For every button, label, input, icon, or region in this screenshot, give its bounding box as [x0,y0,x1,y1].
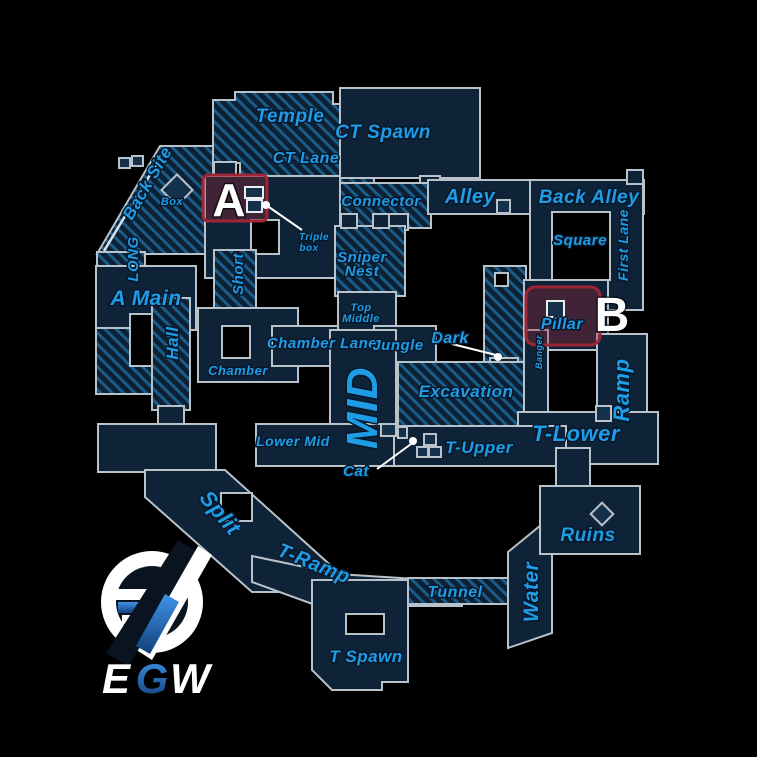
callout-first-lane: First Lane [615,209,631,281]
callout-ct-lane: CT Lane [273,150,340,167]
callout-banger: Banger [534,335,544,369]
callout-top-middle-1: Top [350,302,371,314]
callout-hall: Hall [163,326,182,360]
a-main-pillar [129,313,153,367]
mid-crate-1 [380,423,397,437]
t-lower-box [595,405,612,422]
back-site-box-2 [131,155,144,167]
callout-sniper-nest-1: Sniper [337,249,387,266]
square-hole [551,211,611,281]
callout-ruins: Ruins [560,525,615,546]
egw-logo-slash-blue [136,594,179,654]
callout-ct-spawn: CT Spawn [335,122,431,143]
split-hole [220,492,253,522]
area-ruins-neck [555,447,591,491]
callout-tunnel: Tunnel [427,584,482,601]
area-top-middle [337,291,397,333]
callout-sniper-nest-2: Nest [345,263,380,280]
cat-crate-1 [423,433,437,446]
ruins-crate [589,501,615,527]
callout-t-lower: T-Lower [532,421,621,446]
mid-crate-2 [397,426,408,439]
egw-logo: E G W [101,540,213,702]
callout-t-upper: T-Upper [445,438,514,457]
area-lower-mid [255,423,395,467]
cat-pointer-dot [409,437,417,445]
egw-logo-bar-white-1 [114,589,156,600]
area-back-alley-step [626,169,644,185]
a-front-cut [250,219,280,255]
dark-pointer-line [451,343,497,356]
callout-chamber: Chamber [208,363,268,378]
area-ct-spawn [339,87,481,179]
egw-letter-e: E [102,655,132,702]
callout-mid: MID [338,367,387,449]
callout-t-spawn: T Spawn [329,647,402,666]
pillar-icon [546,300,565,318]
callout-alley: Alley [444,186,496,208]
triple-box-icon-top [244,186,264,199]
sniper-prong-2 [372,213,390,229]
chamber-hole [221,325,251,359]
callout-a-main: A Main [109,287,181,310]
egw-letter-w: W [170,655,213,702]
box-crate [160,173,194,207]
area-split-room [97,423,217,473]
callout-dark: Dark [431,330,469,347]
callout-triple-box-2: box [299,243,318,254]
back-site-wall [102,147,168,252]
callout-ramp: Ramp [609,358,634,421]
dark-hole [494,272,509,287]
callout-short: Short [230,253,247,295]
callout-top-middle-2: Middle [342,313,380,325]
back-site-box-1 [118,157,131,169]
map-geometry [95,87,659,691]
callout-pillar: Pillar [541,316,583,333]
t-spawn-hole [345,613,385,635]
cat-crate-2 [416,446,429,458]
callout-long: LONG [125,236,142,281]
area-ruins [539,485,641,555]
triple-box-icon-bottom [246,199,263,213]
triple-box-pointer-dot [262,201,270,209]
callout-square: Square [553,232,607,249]
area-short [213,249,257,315]
callout-connector: Connector [341,193,421,210]
cat-pointer-line [376,443,412,470]
triple-box-pointer-line [265,204,303,231]
callout-jungle: Jungle [372,337,423,354]
sniper-prong-1 [340,213,358,229]
alley-box [496,199,511,214]
callout-water: Water [520,560,543,622]
callout-lower-mid: Lower Mid [256,433,330,449]
callout-box: Box [161,196,184,208]
area-hall [151,297,191,411]
callout-chamber-lane: Chamber Lane [267,335,377,352]
bombsite-b-label: B [595,289,630,342]
egw-letter-g: G [136,655,169,702]
callout-cat: Cat [343,463,369,480]
dark-pointer-dot [494,353,502,361]
callout-back-alley: Back Alley [539,187,640,208]
egw-logo-slash-dark [106,540,200,666]
callout-excavation: Excavation [419,382,514,401]
bombsite-a-label: A [212,174,245,226]
cat-crate-3 [428,446,442,458]
area-sniper-nest [334,225,406,297]
callout-triple-box-1: Triple [299,232,329,243]
callout-temple: Temple [256,106,325,127]
